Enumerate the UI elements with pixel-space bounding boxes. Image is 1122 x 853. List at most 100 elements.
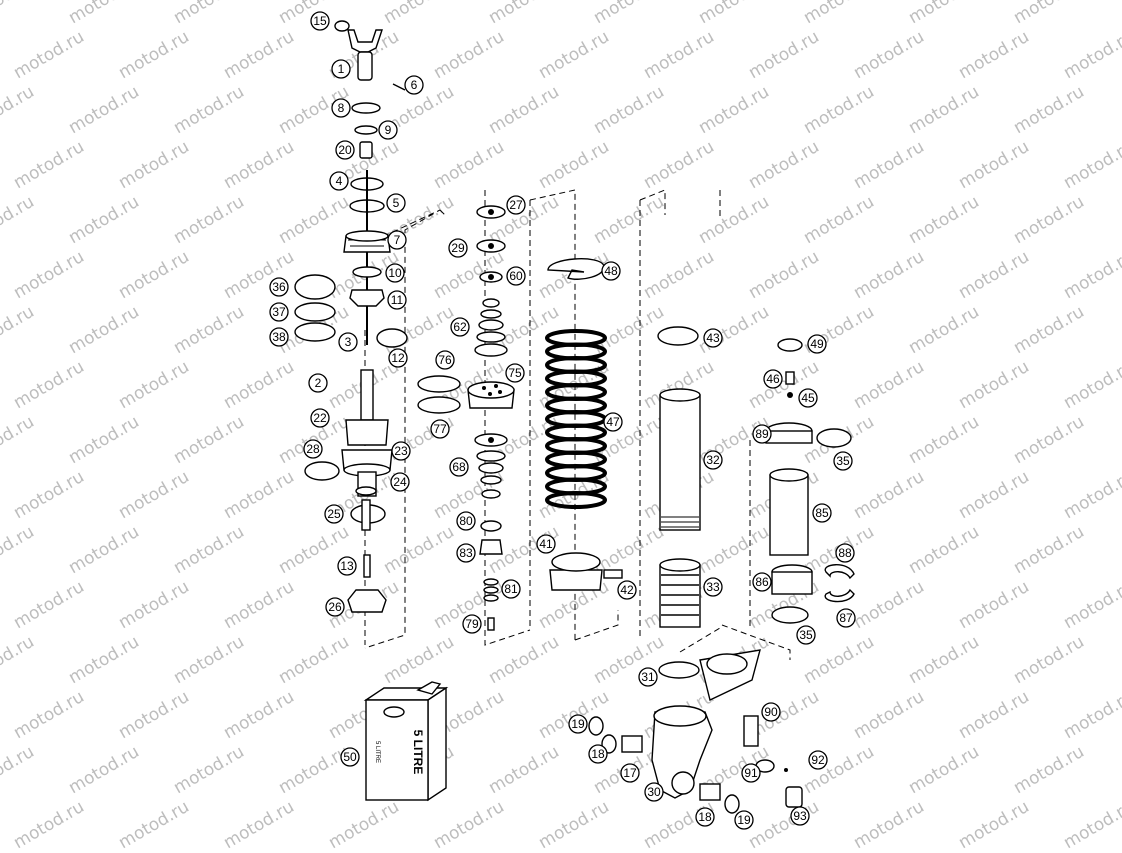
svg-text:20: 20 — [338, 143, 352, 157]
callout-31: 31 — [638, 667, 658, 687]
callout-8: 8 — [331, 98, 351, 118]
svg-text:36: 36 — [272, 280, 286, 294]
svg-text:30: 30 — [647, 785, 661, 799]
callout-38: 38 — [269, 327, 289, 347]
svg-text:37: 37 — [272, 305, 286, 319]
spring-seat-48 — [547, 258, 605, 280]
svg-text:42: 42 — [620, 583, 634, 597]
callout-79: 79 — [462, 614, 482, 634]
callout-80: 80 — [456, 511, 476, 531]
callout-10: 10 — [385, 263, 405, 283]
spring-part-47 — [545, 329, 607, 509]
callout-86: 86 — [752, 572, 772, 592]
oil-can-label-front: 5 LITRE — [411, 730, 425, 775]
svg-text:79: 79 — [465, 617, 479, 631]
svg-text:41: 41 — [539, 537, 553, 551]
pin-part-13 — [363, 554, 371, 578]
callout-87: 87 — [836, 608, 856, 628]
callout-75: 75 — [505, 363, 525, 383]
svg-text:76: 76 — [438, 353, 452, 367]
callout-30: 30 — [644, 782, 664, 802]
svg-text:38: 38 — [272, 330, 286, 344]
svg-text:19: 19 — [571, 717, 585, 731]
svg-text:80: 80 — [459, 514, 473, 528]
callout-17: 17 — [620, 763, 640, 783]
callout-5: 5 — [386, 193, 406, 213]
reservoir — [765, 338, 855, 624]
callout-47: 47 — [603, 412, 623, 432]
callout-45: 45 — [798, 388, 818, 408]
callout-83: 83 — [456, 543, 476, 563]
callout-62: 62 — [450, 317, 470, 337]
callout-15: 15 — [310, 11, 330, 31]
callout-60: 60 — [506, 266, 526, 286]
clip-part-11 — [349, 289, 385, 307]
callout-91: 91 — [741, 763, 761, 783]
callout-81: 81 — [501, 579, 521, 599]
callout-20: 20 — [335, 140, 355, 160]
svg-text:5: 5 — [393, 196, 400, 210]
svg-text:89: 89 — [755, 427, 769, 441]
callout-1: 1 — [331, 59, 351, 79]
shock-body — [588, 326, 803, 814]
callout-36: 36 — [269, 277, 289, 297]
piston-part-86 — [771, 571, 813, 595]
svg-text:24: 24 — [393, 475, 407, 489]
guide-lines — [364, 189, 791, 660]
shim-stack — [417, 205, 515, 631]
valve-part-90 — [743, 715, 759, 747]
svg-text:45: 45 — [801, 391, 815, 405]
svg-text:90: 90 — [764, 705, 778, 719]
nut-part-15 — [334, 20, 350, 32]
callout-42: 42 — [617, 580, 637, 600]
callout-22: 22 — [310, 408, 330, 428]
callout-88: 88 — [835, 543, 855, 563]
svg-text:7: 7 — [394, 233, 401, 247]
svg-text:60: 60 — [509, 269, 523, 283]
piston-part-22 — [345, 419, 389, 446]
callout-35b: 35 — [796, 625, 816, 645]
svg-text:28: 28 — [306, 442, 320, 456]
svg-text:31: 31 — [641, 670, 655, 684]
svg-text:86: 86 — [755, 575, 769, 589]
svg-text:33: 33 — [706, 580, 720, 594]
svg-text:8: 8 — [338, 101, 345, 115]
callout-33: 33 — [703, 577, 723, 597]
callout-18a: 18 — [588, 744, 608, 764]
svg-text:87: 87 — [839, 611, 853, 625]
bushing-part-20 — [359, 141, 373, 159]
callout-6: 6 — [404, 75, 424, 95]
svg-text:35: 35 — [799, 628, 813, 642]
callout-23: 23 — [391, 441, 411, 461]
svg-text:10: 10 — [388, 266, 402, 280]
callout-48: 48 — [601, 261, 621, 281]
body-tube-32 — [659, 394, 701, 531]
pin-part-6 — [392, 83, 406, 91]
rod-part-2 — [360, 369, 374, 421]
svg-text:62: 62 — [453, 320, 467, 334]
svg-text:18: 18 — [698, 810, 712, 824]
callout-37: 37 — [269, 302, 289, 322]
svg-text:18: 18 — [591, 747, 605, 761]
callout-46: 46 — [763, 369, 783, 389]
reservoir-tube-85 — [769, 474, 809, 556]
callout-90: 90 — [761, 702, 781, 722]
bushing-part-18b — [699, 783, 721, 801]
svg-text:35: 35 — [836, 454, 850, 468]
callout-89: 89 — [752, 424, 772, 444]
svg-text:85: 85 — [815, 506, 829, 520]
clevis-stem — [357, 51, 373, 81]
callout-9: 9 — [378, 120, 398, 140]
callout-43: 43 — [703, 328, 723, 348]
collar-part-41 — [549, 569, 603, 591]
oil-can: 5 LITRE 5 LITRE — [363, 681, 449, 802]
shaft-assembly — [294, 20, 408, 613]
spring-assembly — [545, 258, 623, 591]
svg-text:12: 12 — [391, 351, 405, 365]
svg-text:6: 6 — [411, 78, 418, 92]
callout-24: 24 — [390, 472, 410, 492]
callout-3: 3 — [338, 332, 358, 352]
svg-text:13: 13 — [340, 559, 354, 573]
callout-2: 2 — [308, 373, 328, 393]
